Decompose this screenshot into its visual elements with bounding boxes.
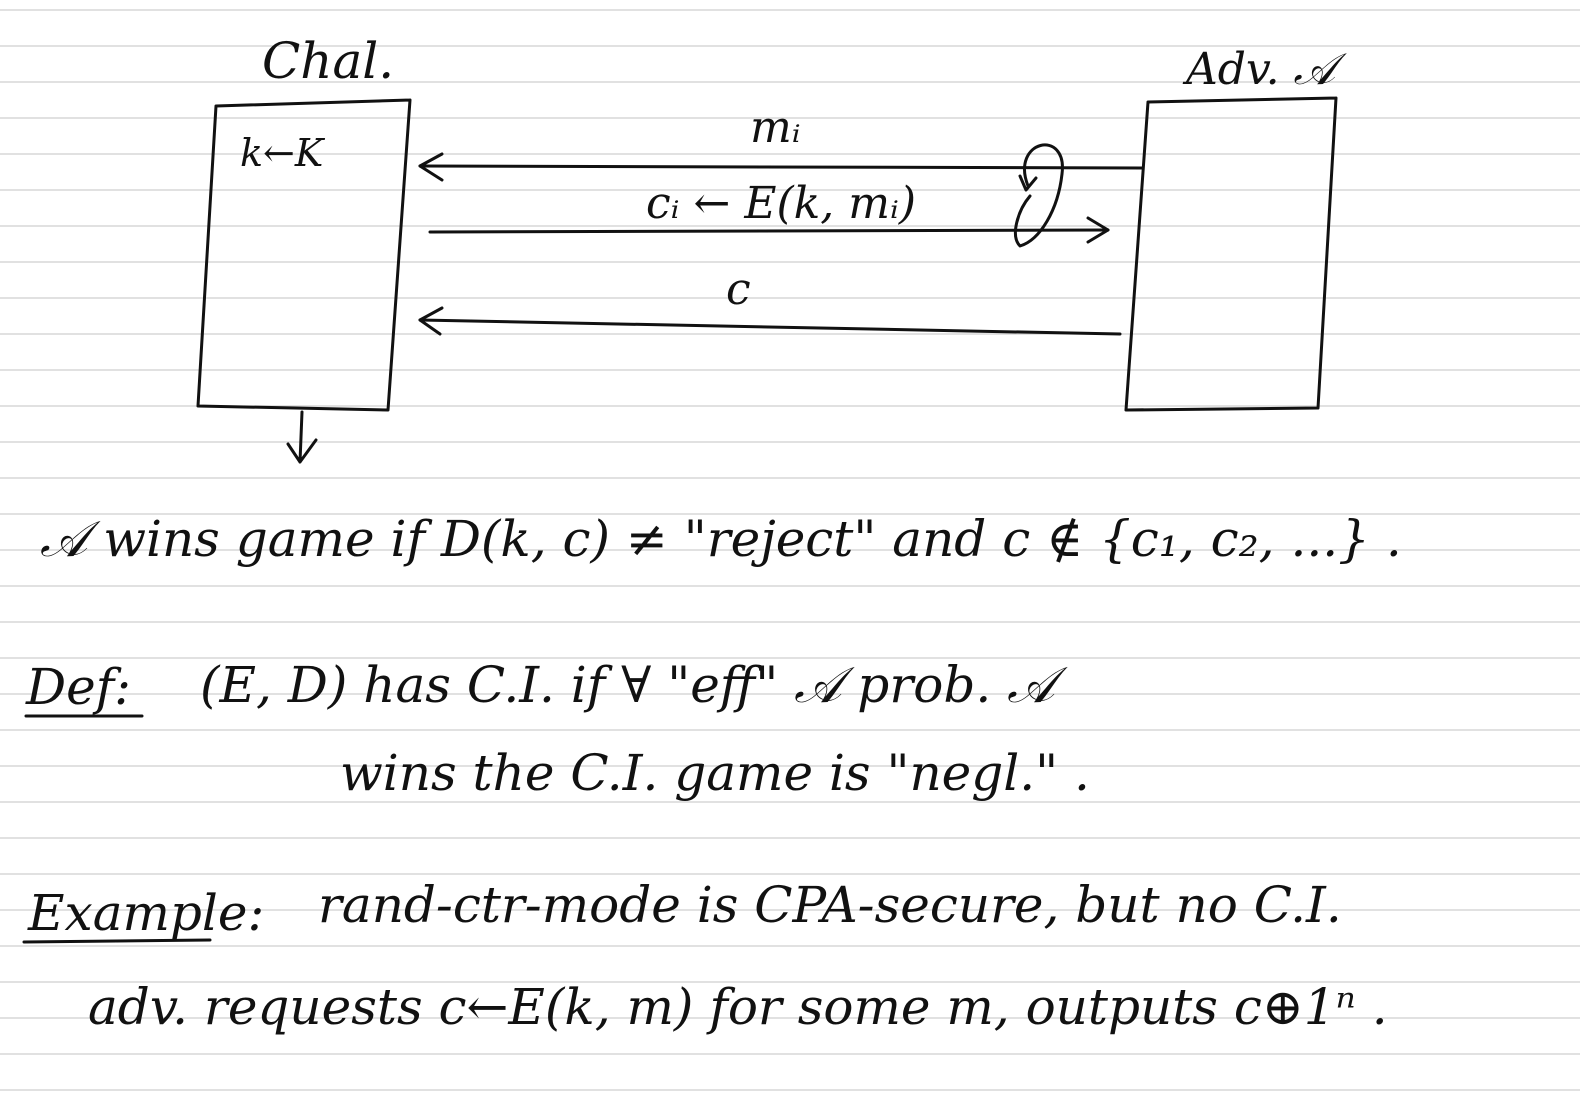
example-line-2: adv. requests c←E(k, m) for some m, outp… (88, 978, 1388, 1036)
adversary-box: Adv. 𝒜 (1124, 44, 1348, 412)
encrypt-arrow: cᵢ ← E(k, mᵢ) (428, 178, 1110, 244)
key-gen-text: k←K (240, 131, 326, 175)
right-arrowhead-icon (1086, 216, 1110, 244)
definition-line-1: (E, D) has C.I. if ∀ "eff" 𝒜 prob. 𝒜 (200, 656, 1068, 714)
encrypt-label: cᵢ ← E(k, mᵢ) (646, 178, 916, 229)
message-arrow: mᵢ (418, 102, 1144, 182)
output-arrow-icon (286, 410, 318, 464)
message-label: mᵢ (750, 102, 801, 153)
left-arrowhead-icon (418, 152, 444, 182)
example-underline (22, 938, 212, 944)
win-condition: 𝒜 wins game if D(k, c) ≠ "reject" and c … (40, 510, 1402, 568)
adversary-box-outline (1124, 96, 1338, 412)
challenger-label: Chal. (262, 32, 394, 90)
ciphertext-arrow: c (418, 264, 1122, 336)
definition-label: Def: (25, 658, 131, 716)
adversary-label: Adv. 𝒜 (1182, 44, 1348, 95)
example-label: Example: (27, 884, 264, 942)
challenger-box: Chal. k←K (196, 32, 412, 464)
ciphertext-label: c (726, 264, 751, 315)
definition-line-2: wins the C.I. game is "negl." . (340, 744, 1090, 802)
repeat-loop-icon (1014, 143, 1064, 248)
challenger-box-outline (196, 98, 412, 412)
example-line-1: rand-ctr-mode is CPA-secure, but no C.I. (318, 876, 1342, 934)
left-arrowhead-icon (418, 306, 444, 336)
